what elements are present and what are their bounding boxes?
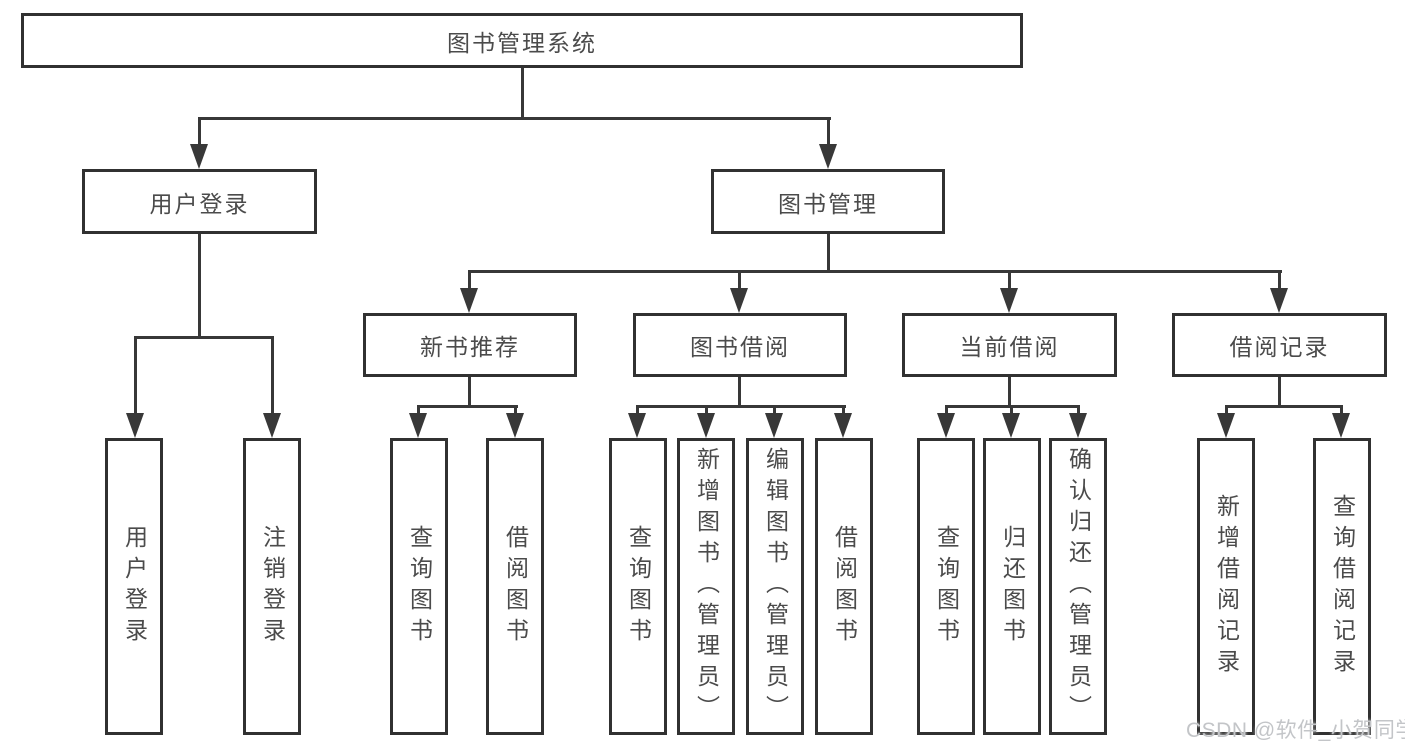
node-label: 注销登录: [259, 524, 286, 649]
connector: [1077, 405, 1080, 414]
connector: [1278, 377, 1281, 408]
node-label: 用户登录: [149, 190, 250, 217]
node-book-borrow: 图书借阅: [633, 313, 847, 377]
node-leaf-query-books: 查询图书: [390, 438, 448, 735]
connector: [417, 405, 518, 408]
arrow-down-icon: [937, 413, 955, 438]
node-user-login: 用户登录: [82, 169, 317, 234]
connector: [1008, 377, 1011, 408]
node-label: 查询图书: [625, 524, 652, 649]
node-label: 编辑图书（管理员）: [762, 447, 789, 726]
connector: [636, 405, 639, 414]
connector: [827, 117, 830, 144]
arrow-down-icon: [730, 288, 748, 313]
connector: [738, 377, 741, 408]
arrow-down-icon: [819, 144, 837, 169]
connector: [738, 270, 741, 288]
node-leaf-add-borrow-record: 新增借阅记录: [1197, 438, 1255, 735]
node-label: 查询借阅记录: [1329, 493, 1356, 680]
arrow-down-icon: [126, 413, 144, 438]
node-label: 图书借阅: [690, 334, 790, 360]
connector: [1278, 270, 1281, 288]
arrow-down-icon: [628, 413, 646, 438]
node-label: 查询图书: [406, 524, 433, 649]
node-label: 归还图书: [999, 524, 1026, 649]
connector: [514, 405, 517, 414]
csdn-watermark: CSDN @软件_小贺同学: [1186, 719, 1405, 742]
node-current-borrow: 当前借阅: [902, 313, 1117, 377]
connector: [945, 405, 948, 414]
connector: [417, 405, 420, 414]
connector: [271, 336, 274, 414]
node-label: 新增借阅记录: [1213, 493, 1240, 680]
node-leaf-user-login: 用户登录: [105, 438, 163, 735]
arrow-down-icon: [190, 144, 208, 169]
arrow-down-icon: [1002, 413, 1020, 438]
node-book-management: 图书管理: [711, 169, 945, 234]
node-leaf-confirm-return-admin: 确认归还（管理员）: [1049, 438, 1107, 735]
connector: [1340, 405, 1343, 414]
node-label: 新书推荐: [420, 334, 520, 360]
arrow-down-icon: [834, 413, 852, 438]
node-leaf-query-books: 查询图书: [609, 438, 667, 735]
node-label: 查询图书: [933, 524, 960, 649]
connector: [1225, 405, 1228, 414]
arrow-down-icon: [1332, 413, 1350, 438]
node-label: 图书管理系统: [447, 29, 597, 56]
node-label: 图书管理: [778, 190, 878, 217]
node-leaf-borrow-books: 借阅图书: [815, 438, 873, 735]
connector: [134, 336, 274, 339]
arrow-down-icon: [506, 413, 524, 438]
arrow-down-icon: [697, 413, 715, 438]
connector: [1010, 405, 1013, 414]
arrow-down-icon: [409, 413, 427, 438]
node-library-system: 图书管理系统: [21, 13, 1023, 68]
arrow-down-icon: [1069, 413, 1087, 438]
node-label: 借阅图书: [502, 524, 529, 649]
connector: [198, 234, 201, 336]
node-label: 借阅图书: [831, 524, 858, 649]
connector: [521, 68, 524, 117]
connector: [1008, 270, 1011, 288]
node-label: 用户登录: [121, 524, 148, 649]
arrow-down-icon: [1270, 288, 1288, 313]
connector: [827, 234, 830, 273]
connector: [468, 377, 471, 408]
connector: [705, 405, 708, 414]
arrow-down-icon: [765, 413, 783, 438]
connector: [773, 405, 776, 414]
node-label: 确认归还（管理员）: [1065, 447, 1092, 726]
connector: [468, 270, 1282, 273]
arrow-down-icon: [1000, 288, 1018, 313]
arrow-down-icon: [1217, 413, 1235, 438]
node-leaf-query-books: 查询图书: [917, 438, 975, 735]
connector: [134, 336, 137, 414]
connector: [198, 117, 831, 120]
arrow-down-icon: [263, 413, 281, 438]
node-borrow-records: 借阅记录: [1172, 313, 1387, 377]
node-leaf-return-books: 归还图书: [983, 438, 1041, 735]
node-label: 借阅记录: [1229, 334, 1330, 360]
connector: [1225, 405, 1343, 408]
node-label: 当前借阅: [959, 334, 1060, 360]
node-leaf-query-borrow-record: 查询借阅记录: [1313, 438, 1371, 735]
node-new-book-recommend: 新书推荐: [363, 313, 577, 377]
connector: [468, 270, 471, 288]
node-leaf-logout: 注销登录: [243, 438, 301, 735]
node-leaf-edit-books-admin: 编辑图书（管理员）: [746, 438, 804, 735]
node-leaf-add-books-admin: 新增图书（管理员）: [677, 438, 735, 735]
arrow-down-icon: [460, 288, 478, 313]
connector: [636, 405, 846, 408]
node-label: 新增图书（管理员）: [693, 447, 720, 726]
connector: [842, 405, 845, 414]
connector: [198, 117, 201, 144]
node-leaf-borrow-books: 借阅图书: [486, 438, 544, 735]
